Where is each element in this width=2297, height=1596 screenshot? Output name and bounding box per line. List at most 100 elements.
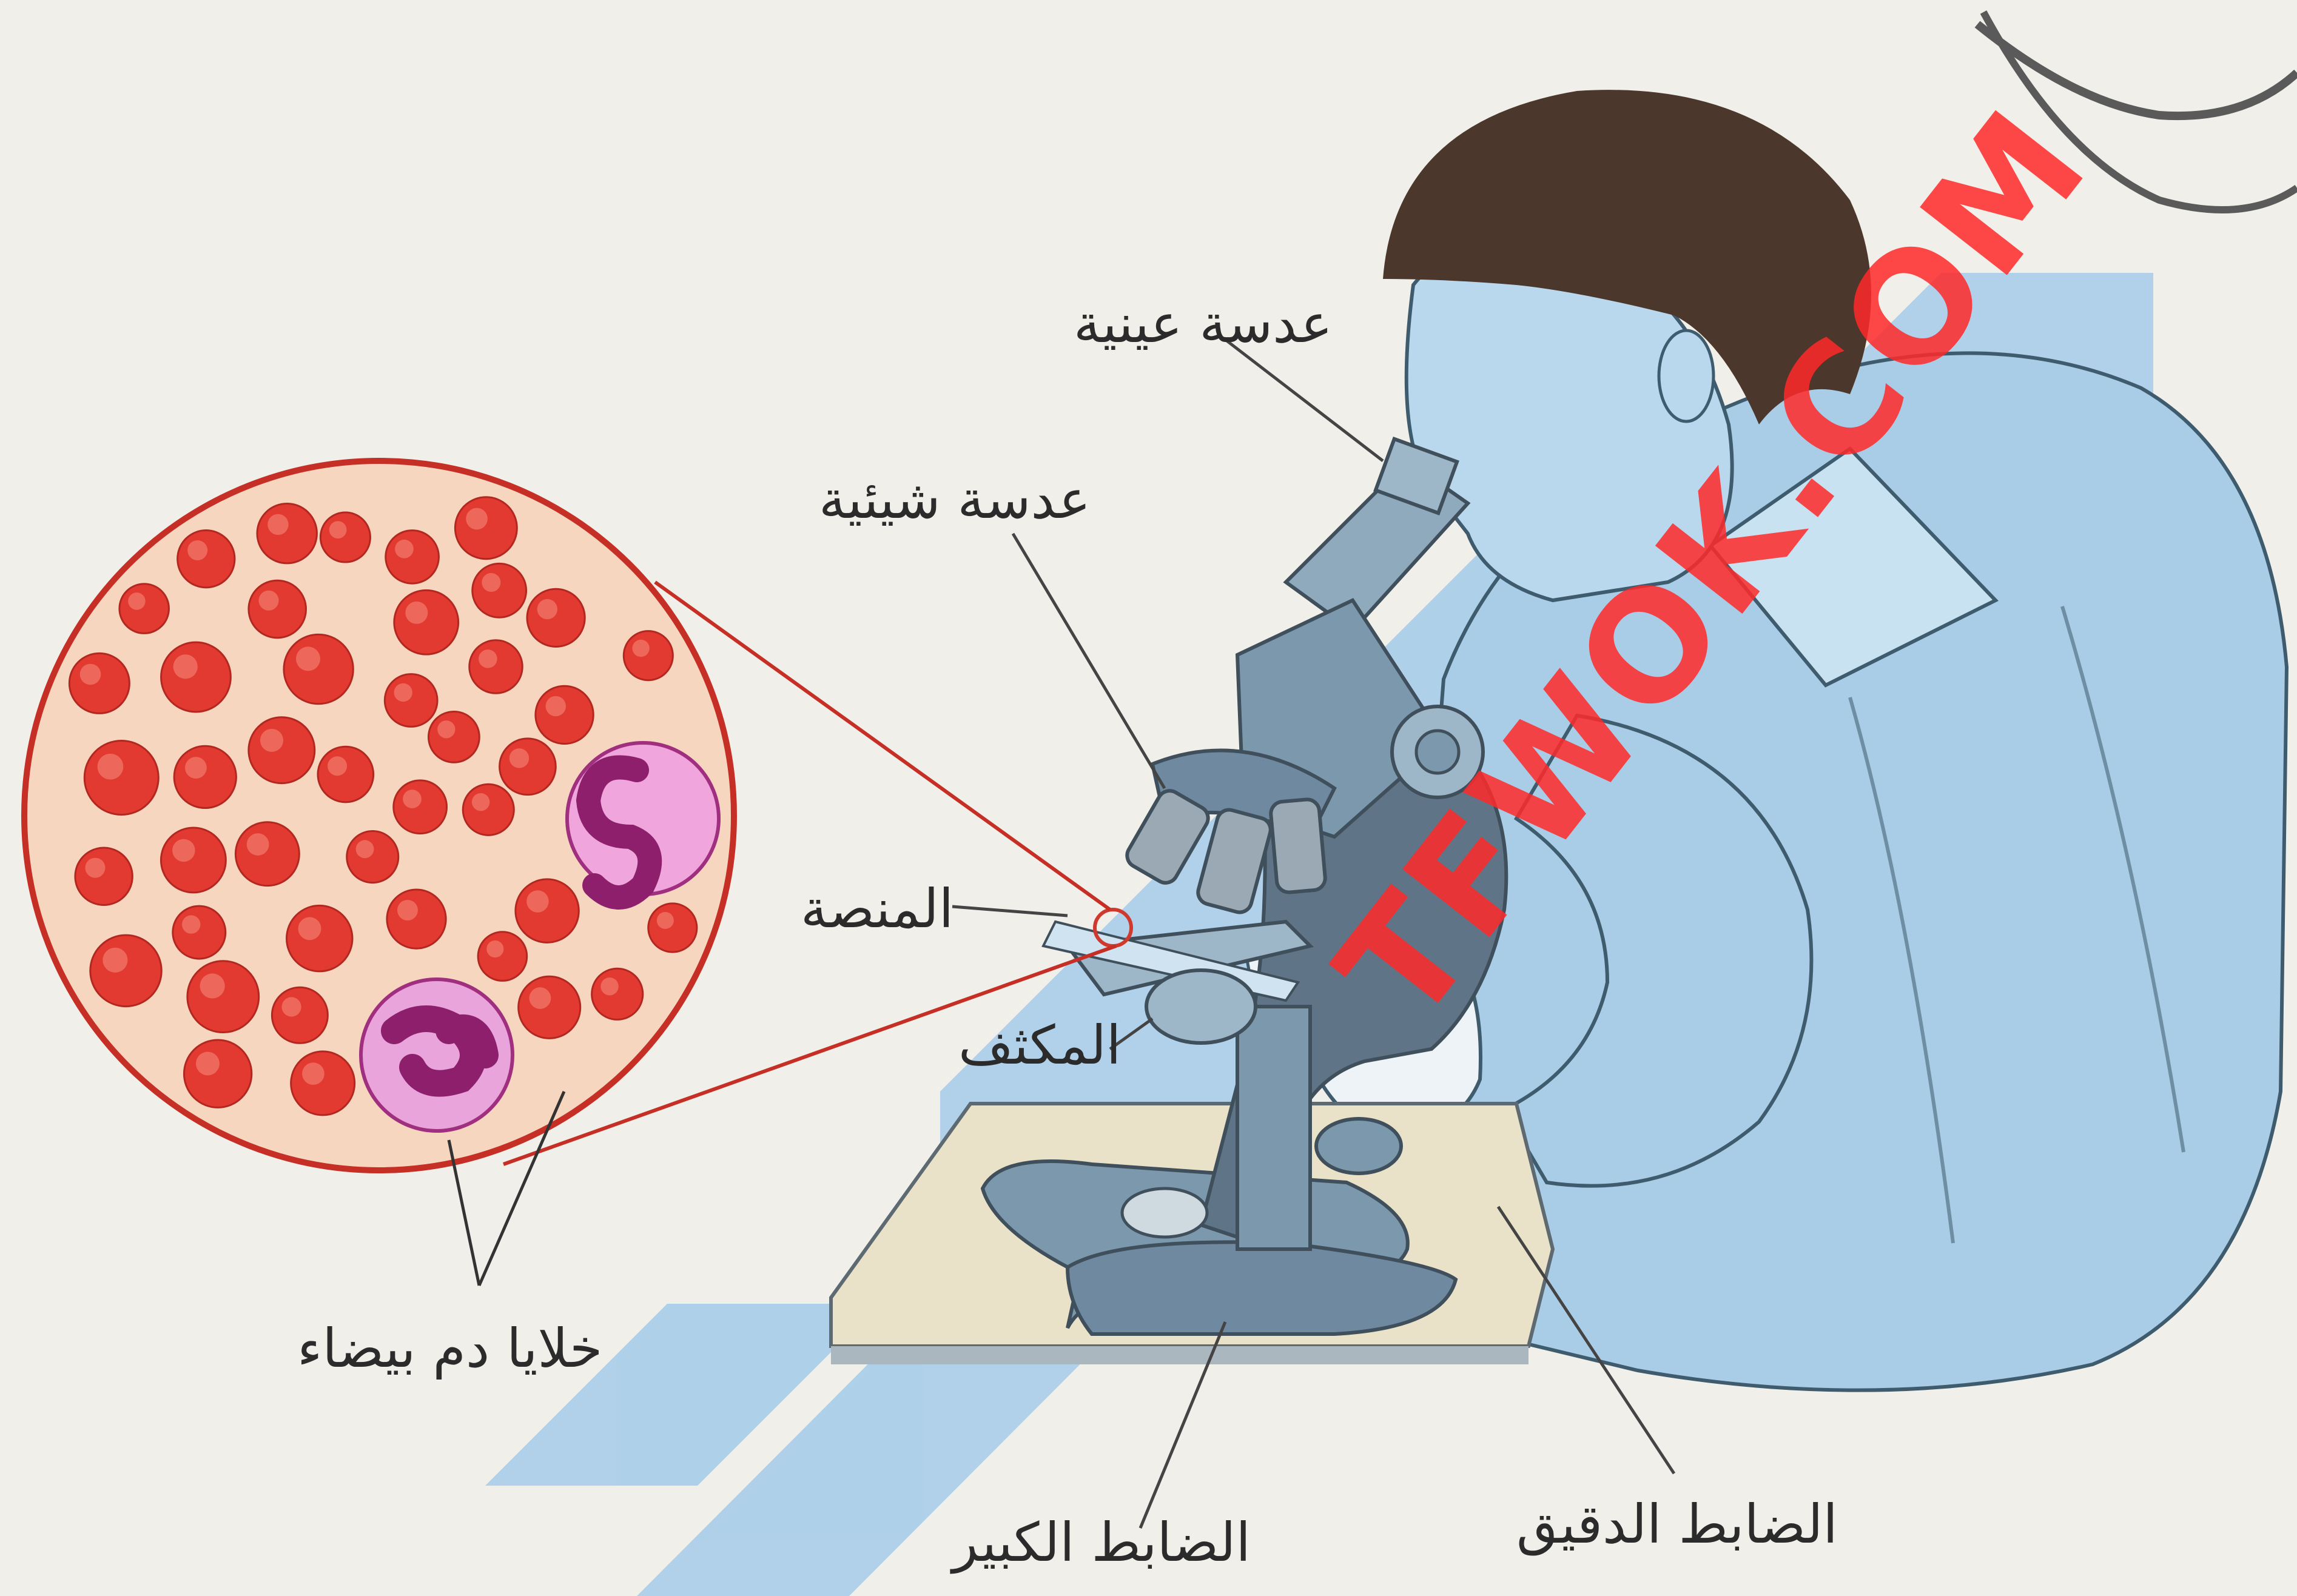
red-blood-cell [385, 674, 437, 727]
label-eyepiece: عدسة عينية [1074, 297, 1333, 350]
red-blood-cell [387, 890, 446, 948]
red-blood-cell [249, 580, 306, 638]
red-blood-cell [648, 904, 697, 952]
red-blood-cell-highlight [600, 977, 618, 995]
red-blood-cell-highlight [185, 757, 207, 779]
red-blood-cell [592, 968, 643, 1019]
red-blood-cell [519, 976, 580, 1038]
red-blood-cell-highlight [173, 654, 198, 679]
red-blood-cell-highlight [356, 840, 374, 858]
red-blood-cell [119, 584, 169, 634]
red-blood-cell [291, 1051, 355, 1115]
red-blood-cell [473, 563, 526, 617]
red-blood-cell-highlight [281, 997, 301, 1016]
red-blood-cell-highlight [403, 790, 422, 808]
red-blood-cell-highlight [397, 900, 418, 920]
red-blood-cell-highlight [298, 917, 321, 940]
objective-lens [1270, 799, 1327, 893]
red-blood-cell [394, 780, 447, 834]
condenser [1146, 970, 1256, 1043]
red-blood-cell-highlight [128, 592, 146, 610]
red-blood-cell [90, 935, 161, 1006]
red-blood-cell-highlight [466, 508, 488, 530]
red-blood-cell [272, 987, 328, 1043]
red-blood-cell [161, 642, 231, 712]
red-blood-cell-highlight [302, 1062, 325, 1085]
red-blood-cell-highlight [200, 973, 225, 998]
red-blood-cell [178, 531, 235, 588]
leader-stage [952, 907, 1068, 916]
red-blood-cell [624, 631, 673, 680]
red-blood-cell-highlight [258, 591, 278, 611]
red-blood-cell-highlight [395, 540, 414, 558]
red-blood-cell-highlight [510, 748, 529, 768]
red-blood-cell [173, 906, 226, 959]
red-blood-cell-highlight [479, 649, 497, 668]
red-blood-cell [527, 589, 585, 646]
red-blood-cell-highlight [187, 540, 207, 560]
label-objective: عدسة شيئية [819, 473, 1091, 526]
red-blood-cell-highlight [405, 602, 428, 624]
red-blood-cell [235, 822, 299, 886]
red-blood-cell-highlight [103, 948, 127, 973]
microscope-pillar [1237, 1007, 1310, 1249]
red-blood-cell [320, 512, 370, 562]
red-blood-cell-highlight [85, 858, 105, 878]
red-blood-cell-highlight [546, 696, 566, 716]
red-blood-cell-highlight [247, 833, 269, 856]
red-blood-cell [463, 784, 514, 835]
red-blood-cell [184, 1040, 251, 1107]
red-blood-cell-highlight [472, 793, 489, 811]
red-blood-cell [69, 653, 129, 713]
red-blood-cell-highlight [537, 599, 557, 619]
label-condenser: المكثف [958, 1019, 1121, 1072]
decorative-curve [1977, 24, 2297, 116]
red-blood-cell [478, 932, 527, 981]
red-blood-cell [536, 686, 593, 743]
red-blood-cell-highlight [482, 573, 500, 592]
red-blood-cell-highlight [196, 1051, 220, 1075]
red-blood-cell-highlight [98, 754, 124, 780]
red-blood-cell [428, 711, 479, 762]
label-coarse-focus: الضابط الكبير [952, 1516, 1251, 1569]
label-stage: المنصة [801, 882, 953, 936]
red-blood-cell [386, 531, 439, 584]
red-blood-cell [516, 879, 579, 942]
red-blood-cell [455, 497, 517, 559]
leader-objective [1013, 534, 1165, 788]
red-blood-cell [287, 905, 352, 971]
red-blood-cell-highlight [486, 941, 503, 957]
leader-eyepiece [1225, 340, 1383, 461]
red-blood-cell [469, 640, 522, 693]
red-blood-cell [318, 746, 374, 802]
red-blood-cell-highlight [394, 683, 412, 702]
red-blood-cell-highlight [437, 720, 455, 738]
base-board-edge [831, 1346, 1529, 1364]
red-blood-cell-highlight [526, 890, 549, 913]
red-blood-cell-highlight [329, 521, 347, 538]
red-blood-cell [257, 503, 317, 563]
red-blood-cell-highlight [172, 839, 195, 862]
red-blood-cell [284, 634, 353, 703]
label-fine-focus: الضابط الدقيق [1516, 1498, 1838, 1551]
red-blood-cell-highlight [530, 987, 551, 1009]
red-blood-cell [187, 961, 259, 1033]
red-blood-cell [161, 828, 226, 893]
red-blood-cell-highlight [260, 729, 283, 752]
red-blood-cell-highlight [267, 514, 288, 535]
red-blood-cell [347, 831, 399, 883]
label-white-cells: خلايا دم بيضاء [297, 1322, 602, 1375]
red-blood-cell [249, 717, 315, 783]
red-blood-cell-highlight [296, 646, 320, 671]
red-blood-cell-highlight [632, 640, 649, 657]
red-blood-cell [500, 739, 556, 795]
red-blood-cell-highlight [182, 915, 200, 933]
red-blood-cell [174, 746, 236, 808]
red-blood-cell [394, 590, 459, 654]
fine-focus-knob [1316, 1119, 1401, 1173]
red-blood-cell [84, 741, 158, 815]
red-blood-cell [75, 848, 132, 905]
ear [1659, 330, 1714, 421]
mirror [1122, 1189, 1207, 1237]
